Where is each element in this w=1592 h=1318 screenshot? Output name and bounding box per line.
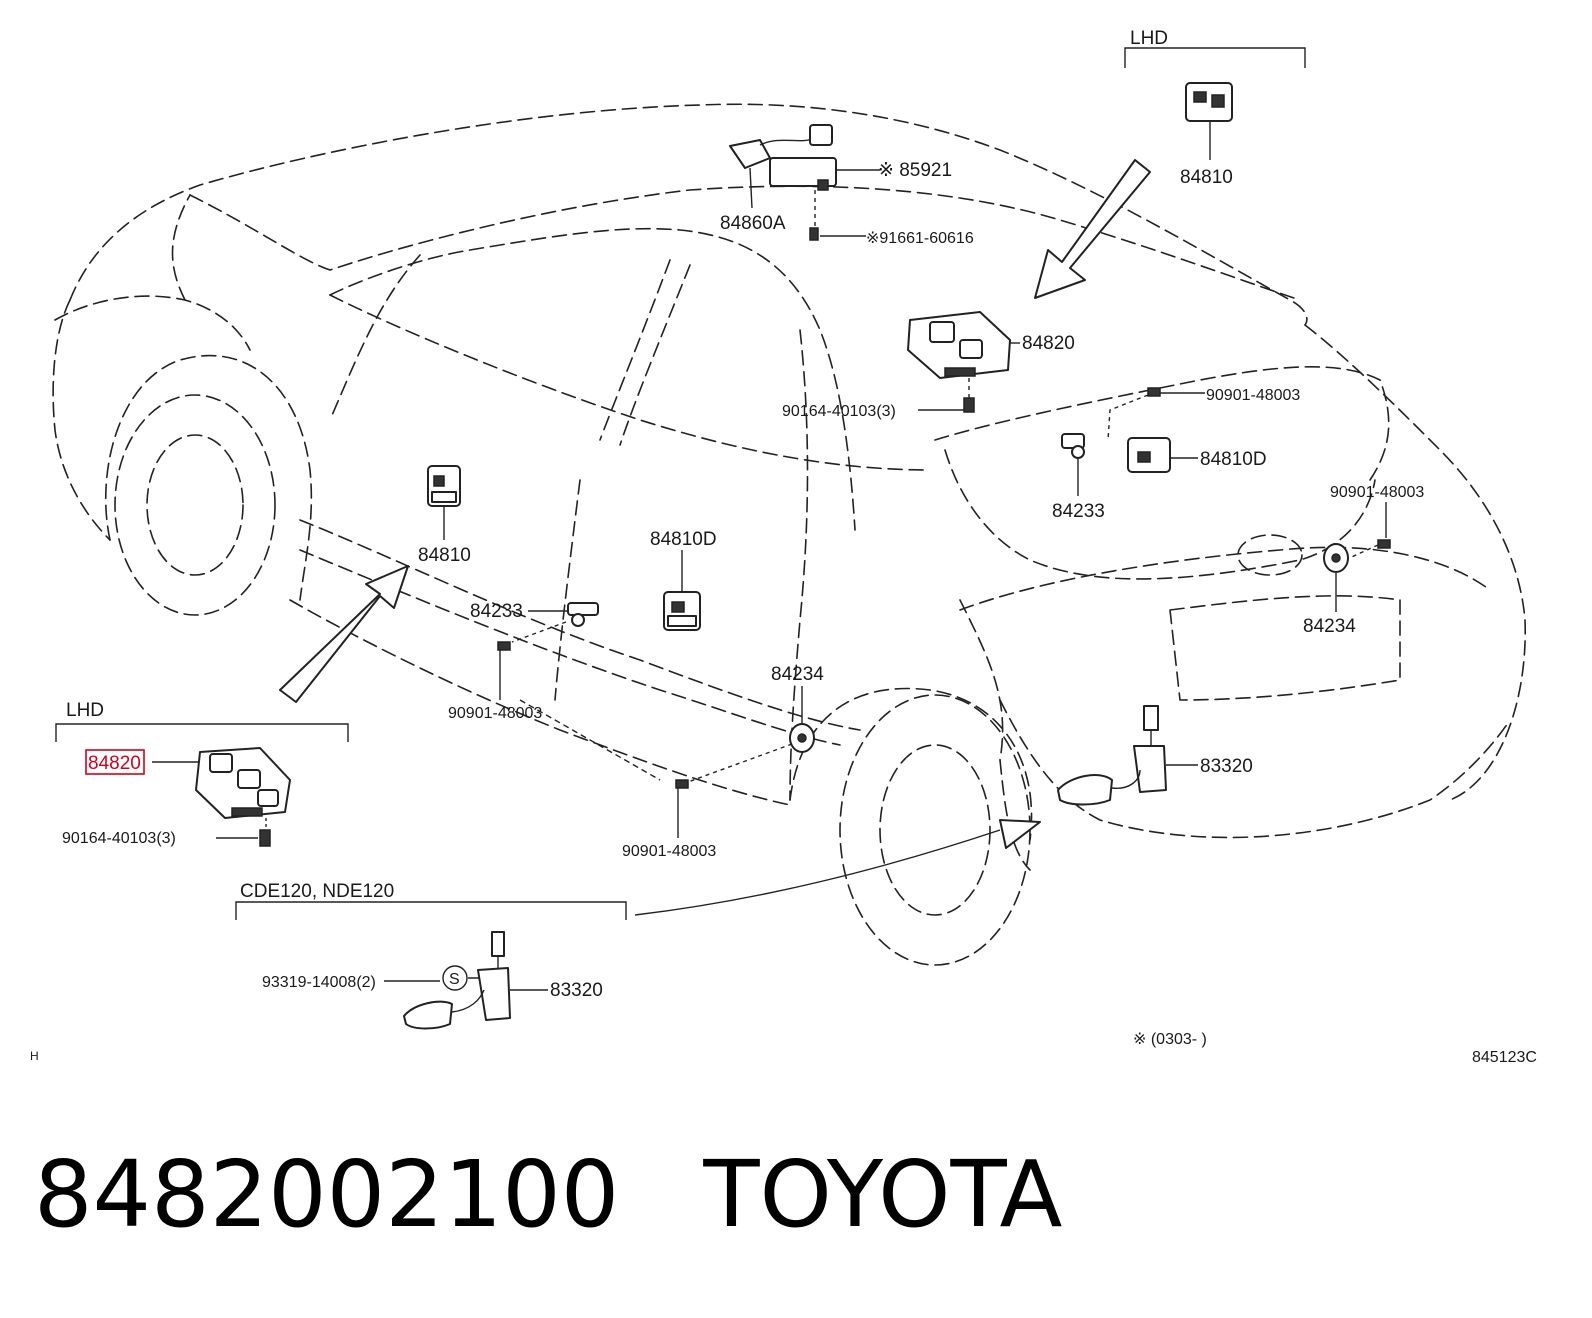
part-label-84820-highlight[interactable]: 84820 [88,753,141,774]
master-switch-84820-group: 84820 90164-40103(3) [782,311,1075,420]
part-label-84233-left[interactable]: 84233 [470,601,523,622]
lhd-top-group: LHD 84810 [1124,28,1306,188]
part-label-90901-a[interactable]: 90901-48003 [1206,387,1300,404]
part-label-83320-right[interactable]: 83320 [1200,756,1253,777]
part-number: 8482002100 [34,1141,620,1248]
lhd-bottom-label: LHD [66,700,104,721]
master-switch-84820-icon[interactable] [907,311,1011,379]
rear-right-lower-group: 90901-48003 84234 [1303,484,1424,637]
sensor-84860a-icon[interactable] [729,124,833,169]
car-body-outline [52,103,1526,966]
master-switch-84820-highlight-icon[interactable] [195,747,291,819]
front-courtesy-group: 84233 90901-48003 [448,601,661,781]
part-label-84233-right[interactable]: 84233 [1052,501,1105,522]
arrow-to-rear-curve [634,829,1001,916]
lhd-top-label: LHD [1130,28,1168,49]
lhd-bottom-group: LHD 84820 90164-40103(3) [55,700,349,847]
corner-code: H [30,1049,39,1063]
bolt-90901-b-icon[interactable] [1377,539,1391,549]
courtesy-switch-84234-center-icon[interactable] [789,723,815,753]
bolt-90901-d-icon[interactable] [675,779,689,789]
model-variant-group: CDE120, NDE120 93319-14008(2) S 83320 [235,881,627,1030]
date-range-note: ※ (0303- ) [1133,1031,1207,1048]
part-label-84234-right[interactable]: 84234 [1303,616,1356,637]
part-label-84810-left[interactable]: 84810 [418,545,471,566]
bolt-90901-c-icon[interactable] [497,641,511,651]
courtesy-switch-84233-right-icon[interactable] [1061,433,1085,459]
part-label-84820-center[interactable]: 84820 [1022,333,1075,354]
part-label-90901-c[interactable]: 90901-48003 [448,705,542,722]
switch-84810-top-icon[interactable] [1185,82,1233,122]
rear-door-right-group: 90901-48003 84810D 84233 [1052,387,1300,522]
rear-door-switch-group: 84810D [650,529,717,631]
switch-84810d-right-icon[interactable] [1127,437,1171,473]
switch-84810-left-icon[interactable] [427,465,461,507]
figure-code: 845123C [1472,1049,1537,1066]
part-label-84810-top[interactable]: 84810 [1180,167,1233,188]
callout-arrows [279,159,1151,916]
arrow-to-front-door-icon [279,565,409,703]
screw-90164-bottom-icon[interactable] [259,829,271,847]
module-85921-icon[interactable] [769,157,837,191]
part-label-84860a[interactable]: 84860A [720,213,786,234]
part-label-85921[interactable]: ※ 85921 [878,160,952,181]
rear-courtesy-group: 84234 90901-48003 [622,664,824,860]
part-label-90901-b[interactable]: 90901-48003 [1330,484,1424,501]
part-label-93319[interactable]: 93319-14008(2) [262,974,376,991]
part-label-91661[interactable]: ※91661-60616 [866,230,974,247]
module-group-top: ※ 85921 84860A ※91661-60616 [720,124,974,247]
part-label-84234-center[interactable]: 84234 [771,664,824,685]
s-mark-circle [442,965,468,991]
courtesy-switch-84234-right-icon[interactable] [1323,543,1349,573]
screw-90164-center-icon[interactable] [963,397,975,413]
sensor-83320-right-icon[interactable] [1057,705,1167,806]
model-group-label: CDE120, NDE120 [240,881,394,902]
courtesy-switch-84233-left-icon[interactable] [567,602,599,627]
highlight-box [85,749,145,775]
switch-84810d-center-icon[interactable] [663,591,701,631]
bolt-90901-a-icon[interactable] [1147,387,1161,397]
s-mark-label: S [449,971,460,988]
rear-sensor-group: 83320 [1057,705,1253,806]
part-label-84810d-center[interactable]: 84810D [650,529,717,550]
part-label-83320-bottom[interactable]: 83320 [550,980,603,1001]
part-label-90164-center[interactable]: 90164-40103(3) [782,403,896,420]
arrow-to-rear-hatch-icon [1034,159,1151,299]
bolt-91661-icon[interactable] [809,227,819,241]
part-title-footer: 8482002100 TOYOTA [34,1140,1434,1250]
arrow-to-rear-bumper-icon [999,819,1041,849]
part-label-90901-d[interactable]: 90901-48003 [622,843,716,860]
part-label-90164-bottom[interactable]: 90164-40103(3) [62,830,176,847]
sensor-83320-bottom-icon[interactable] [403,931,511,1030]
brand-name: TOYOTA [703,1141,1063,1248]
front-door-switch-group: 84810 [418,465,471,566]
part-label-84810d-right[interactable]: 84810D [1200,449,1267,470]
